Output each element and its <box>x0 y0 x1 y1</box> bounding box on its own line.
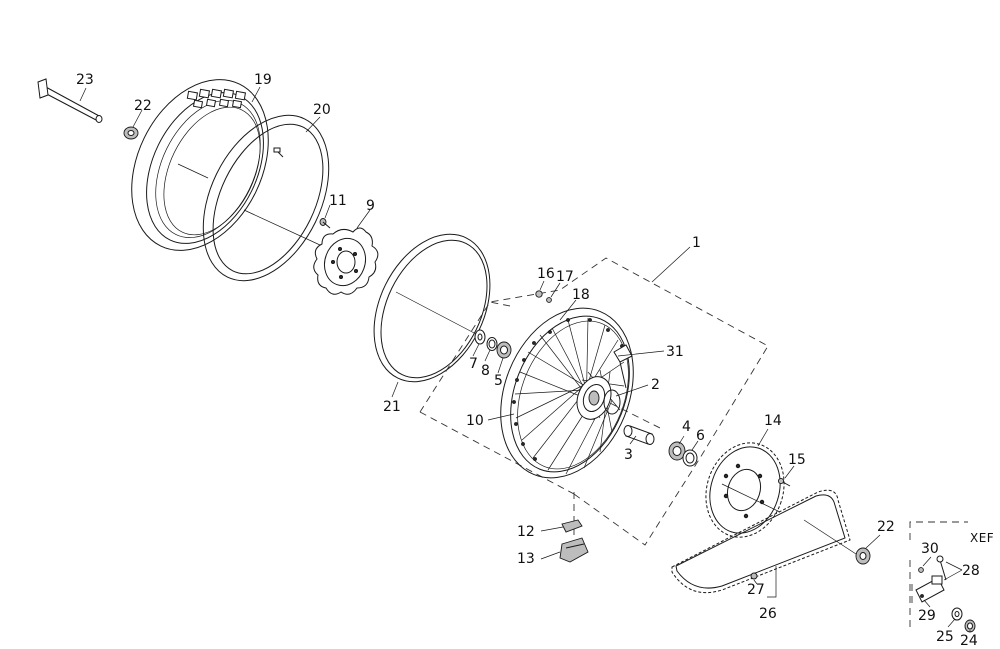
adjuster-washer <box>951 607 963 621</box>
sprocket-carrier <box>613 344 633 389</box>
callout-12: 12 <box>517 524 535 540</box>
wheel-hub <box>576 376 621 420</box>
chain-slider-pad <box>561 519 583 533</box>
chain-adjuster-plate <box>915 575 945 603</box>
adjuster-screw <box>936 555 947 581</box>
axle <box>37 78 103 123</box>
callout-21: 21 <box>383 399 401 415</box>
callout-28: 28 <box>962 563 980 579</box>
callout-31: 31 <box>666 344 684 360</box>
variant-tag: XEF <box>970 531 994 545</box>
callout-23: 23 <box>76 72 94 88</box>
callout-20: 20 <box>313 102 331 118</box>
drive-chain <box>671 489 857 594</box>
callout-25: 25 <box>936 629 954 645</box>
chain-adjuster-bolt <box>918 567 924 573</box>
axle-nut-right <box>855 547 871 565</box>
sprocket-bolt <box>777 477 791 487</box>
callout-27: 27 <box>747 582 765 598</box>
callout-14: 14 <box>764 413 782 429</box>
callout-9: 9 <box>366 198 375 214</box>
bearing-right <box>668 441 686 461</box>
callout-6: 6 <box>696 428 705 444</box>
chain-guide-block <box>559 537 589 563</box>
callout-24: 24 <box>960 633 978 649</box>
callout-15: 15 <box>788 452 806 468</box>
axle-nut <box>123 126 139 140</box>
callout-19: 19 <box>254 72 272 88</box>
brake-disc <box>313 227 379 295</box>
callout-26: 26 <box>759 606 777 622</box>
spacer-left <box>474 329 486 345</box>
callout-11: 11 <box>329 193 347 209</box>
distance-bush <box>623 425 655 445</box>
callout-7: 7 <box>469 356 478 372</box>
callout-30: 30 <box>921 541 939 557</box>
callout-18: 18 <box>572 287 590 303</box>
callout-22: 22 <box>134 98 152 114</box>
tyre <box>131 79 269 251</box>
callout-17: 17 <box>556 269 574 285</box>
seal-right <box>682 449 698 467</box>
xef-variant-box <box>909 521 968 632</box>
valve-nut <box>546 297 552 303</box>
rim-spoke-holes <box>512 318 624 461</box>
rear-wheel-rim <box>500 307 634 479</box>
spoke-nipple <box>535 290 543 298</box>
o-ring-left <box>486 337 498 351</box>
inner-tube <box>202 114 330 282</box>
tyre-tread-knobs <box>186 88 247 109</box>
rear-sprocket <box>705 442 785 538</box>
callout-5: 5 <box>494 373 503 389</box>
callout-2: 2 <box>651 377 660 393</box>
callout-8: 8 <box>481 363 490 379</box>
callout-numbers: 23 19 22 20 11 9 1 16 17 18 31 2 7 8 5 2… <box>76 72 994 649</box>
leader-lines <box>79 86 971 632</box>
callout-3: 3 <box>624 447 633 463</box>
callout-1: 1 <box>692 235 701 251</box>
adjuster-nut <box>964 619 976 633</box>
callout-29: 29 <box>918 608 936 624</box>
callout-16: 16 <box>537 266 555 282</box>
callout-13: 13 <box>517 551 535 567</box>
wheel-assembly-group-outline <box>419 257 769 560</box>
callout-10: 10 <box>466 413 484 429</box>
callout-4: 4 <box>682 419 691 435</box>
bearing-left <box>496 341 512 359</box>
callout-22-right: 22 <box>877 519 895 535</box>
disc-bolt <box>319 218 331 229</box>
chain-master-link <box>750 572 758 580</box>
